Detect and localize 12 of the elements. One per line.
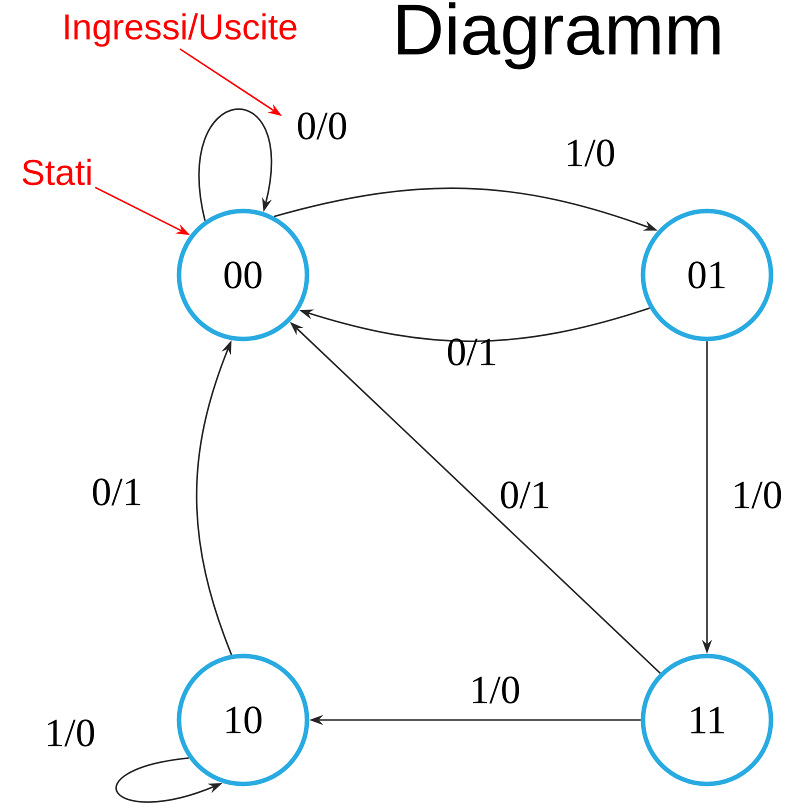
edge-label: 1/0 [48,720,94,746]
title: Diagramm [398,2,720,70]
annotation-text: Ingressi/Uscite [65,13,296,47]
edge-label: 0/1 [500,482,548,508]
edge-label: 1/0 [734,482,782,508]
edge-label: 1/0 [472,676,520,704]
edge-label: 0/0 [298,112,346,140]
annotation-text: Stati [22,158,91,186]
edge-label: 1/0 [568,140,614,166]
edge-label: 0/1 [448,338,496,366]
edge-label: 0/1 [92,478,140,506]
transition-arrow [198,108,272,221]
